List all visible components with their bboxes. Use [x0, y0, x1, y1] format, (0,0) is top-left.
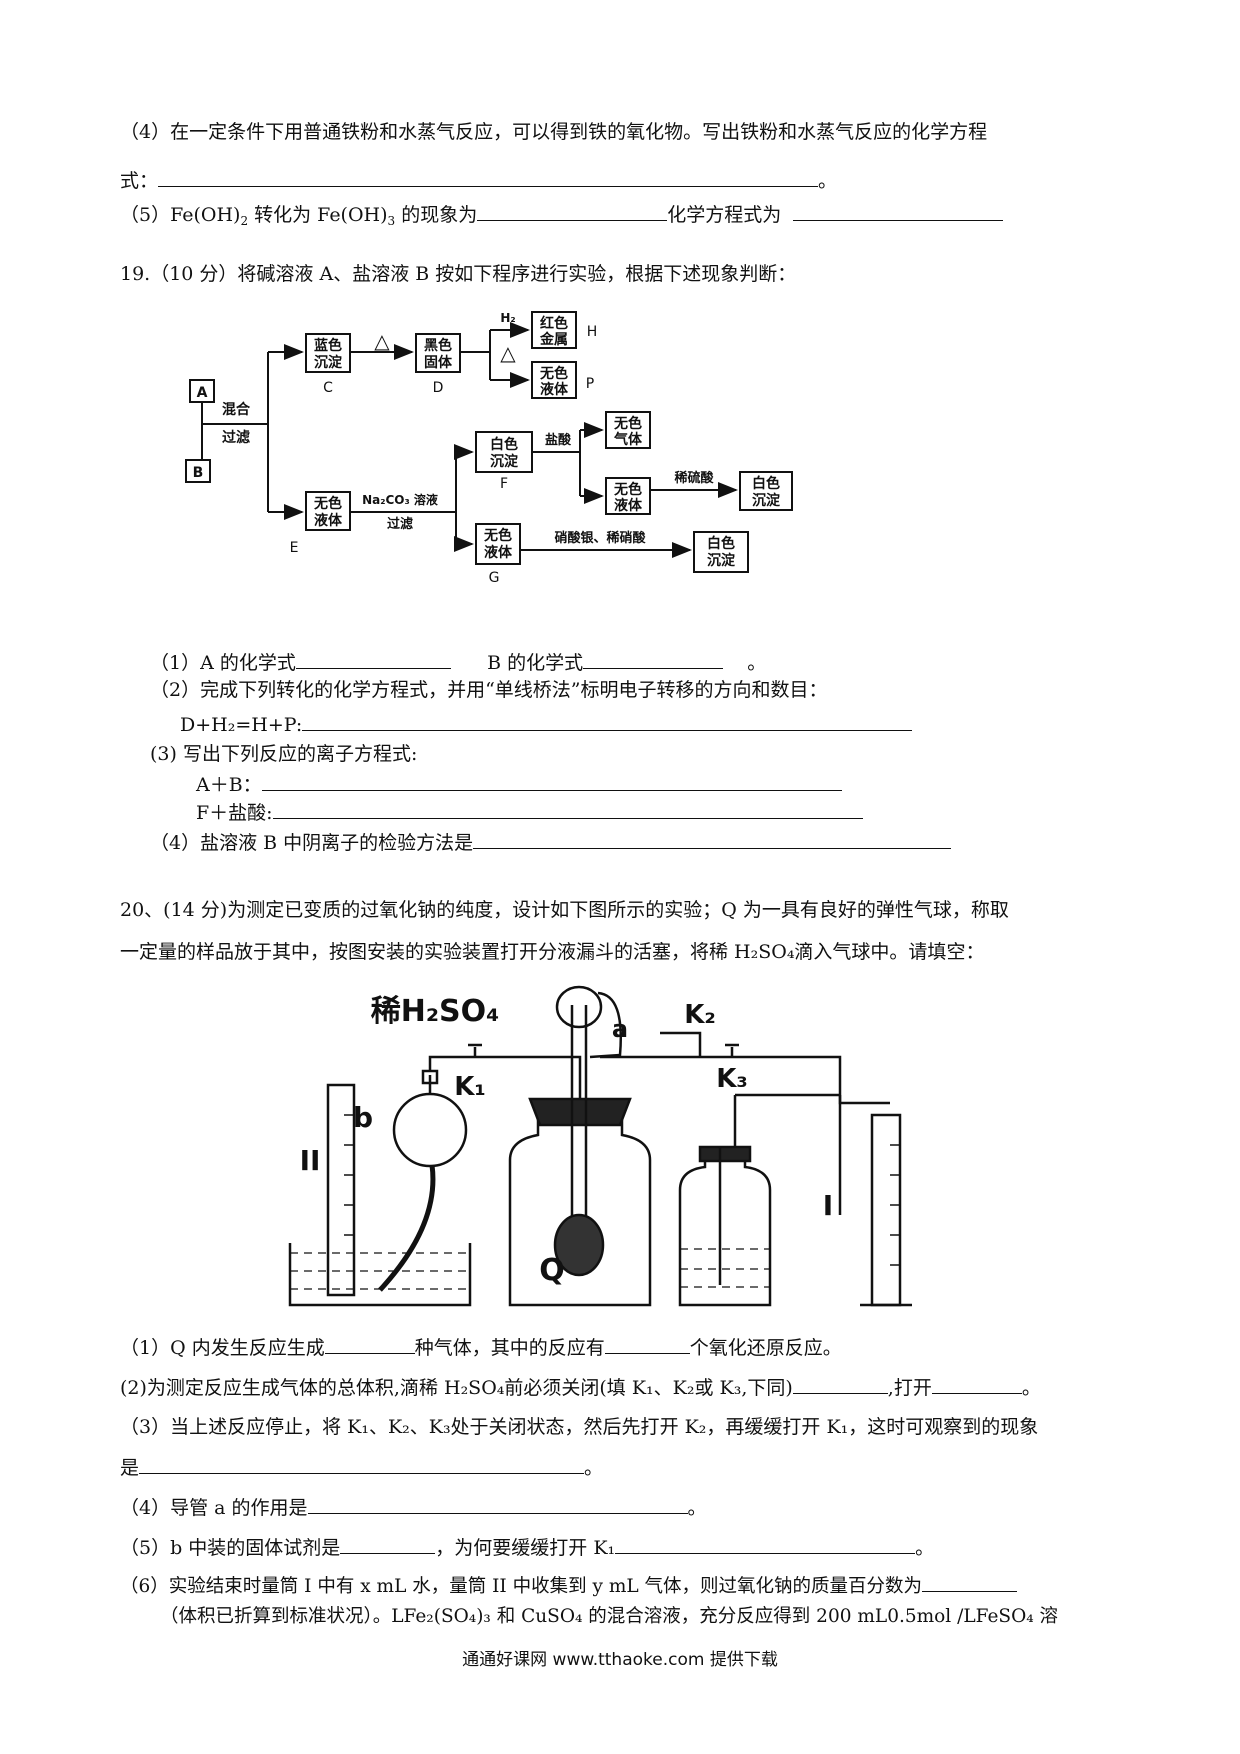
label-k2: K₂ [684, 1000, 716, 1030]
svg-text:P: P [586, 376, 594, 392]
svg-text:D: D [433, 380, 444, 396]
page-footer: 通通好课网 www.tthaoke.com 提供下载 [462, 1650, 778, 1670]
answer-blank[interactable] [302, 712, 913, 731]
q19-part3: (3) 写出下列反应的离子方程式: [150, 743, 418, 765]
svg-text:Na₂CO₃ 溶液: Na₂CO₃ 溶液 [362, 492, 438, 507]
svg-text:混合: 混合 [222, 401, 251, 418]
q20-stem-2: 一定量的样品放于其中，按图安装的实验装置打开分液漏斗的活塞，将稀 H₂SO₄滴入… [120, 941, 985, 963]
svg-text:无色: 无色 [483, 527, 512, 544]
answer-blank[interactable] [931, 1375, 1022, 1394]
svg-text:液体: 液体 [484, 544, 513, 561]
label-a: a [612, 1015, 628, 1043]
label-a: A [197, 385, 208, 401]
q19-part2: （2）完成下列转化的化学方程式，并用“单线桥法”标明电子转移的方向和数目： [150, 679, 828, 701]
svg-text:硝酸银、稀硝酸: 硝酸银、稀硝酸 [554, 530, 646, 546]
label-k3: K₃ [716, 1064, 748, 1094]
svg-text:无色: 无色 [539, 365, 568, 382]
svg-text:液体: 液体 [314, 512, 343, 529]
svg-text:H: H [587, 324, 598, 340]
q18-part5: （5）Fe(OH)2 转化为 Fe(OH)3 的现象为化学方程式为 [120, 202, 1004, 227]
q19-part2-equation: D+H₂=H+P: [180, 712, 913, 737]
svg-text:气体: 气体 [613, 431, 643, 448]
svg-text:沉淀: 沉淀 [752, 492, 781, 509]
q20-apparatus-diagram: 稀H₂SO₄ a K₁ K₂ K₃ b Q II I [288, 985, 912, 1307]
q19-part4: （4）盐溶液 B 中阴离子的检验方法是 [150, 830, 952, 855]
answer-blank[interactable] [158, 168, 819, 187]
answer-blank[interactable] [922, 1573, 1018, 1592]
answer-blank[interactable] [604, 1335, 690, 1354]
svg-text:无色: 无色 [613, 481, 642, 498]
answer-blank[interactable] [792, 1375, 888, 1394]
q20-part6: （6）实验结束时量筒 I 中有 x mL 水，量筒 II 中收集到 y mL 气… [120, 1573, 1018, 1599]
svg-text:黑色: 黑色 [424, 337, 452, 354]
q20-part4: （4）导管 a 的作用是。 [120, 1495, 707, 1519]
answer-blank[interactable] [473, 830, 952, 849]
svg-text:白色: 白色 [490, 436, 518, 453]
q19-flow-diagram: A B 混合 过滤 蓝色 沉淀 C △ 黑色 固体 D H₂ △ 红色 金属 H… [185, 311, 793, 586]
q18-part4-text: （4）在一定条件下用普通铁粉和水蒸气反应，可以得到铁的氧化物。写出铁粉和水蒸气反… [120, 121, 988, 143]
svg-text:蓝色: 蓝色 [314, 337, 342, 354]
answer-blank[interactable] [295, 650, 451, 669]
q20-part2: (2)为测定反应生成气体的总体积,滴稀 H₂SO₄前必须关闭(填 K₁、K₂或 … [120, 1375, 1041, 1399]
svg-text:沉淀: 沉淀 [490, 453, 519, 470]
answer-blank[interactable] [272, 800, 863, 819]
q19-stem: 19.（10 分）将碱溶液 A、盐溶液 B 按如下程序进行实验，根据下述现象判断… [120, 263, 797, 285]
label-cylinder-1: I [823, 1189, 833, 1222]
q20-part5: （5）b 中装的固体试剂是，为何要缓缓打开 K₁。 [120, 1535, 935, 1559]
svg-text:红色: 红色 [540, 315, 568, 332]
svg-text:H₂: H₂ [500, 311, 515, 325]
answer-blank[interactable] [261, 772, 842, 791]
answer-blank[interactable] [583, 650, 724, 669]
q20-stem-1: 20、(14 分)为测定已变质的过氧化钠的纯度，设计如下图所示的实验；Q 为一具… [120, 899, 1009, 921]
svg-text:F: F [500, 476, 508, 492]
svg-text:过滤: 过滤 [222, 429, 250, 446]
svg-text:沉淀: 沉淀 [314, 354, 343, 371]
q20-part3: （3）当上述反应停止，将 K₁、K₂、K₃处于关闭状态，然后先打开 K₂，再缓缓… [120, 1416, 1039, 1438]
answer-blank[interactable] [324, 1335, 415, 1354]
svg-text:△: △ [374, 329, 390, 353]
svg-text:稀硫酸: 稀硫酸 [674, 470, 714, 486]
svg-text:沉淀: 沉淀 [707, 552, 736, 569]
answer-blank[interactable] [307, 1495, 688, 1514]
label-cylinder-2: II [300, 1144, 321, 1177]
answer-blank[interactable] [477, 202, 668, 221]
svg-text:G: G [489, 570, 500, 586]
q19-part1: （1）A 的化学式 B 的化学式 。 [150, 650, 767, 674]
label-q: Q [539, 1253, 565, 1288]
svg-text:白色: 白色 [752, 475, 780, 492]
svg-text:C: C [323, 380, 333, 396]
q19-part3-a: A＋B： [196, 772, 842, 797]
q20-part6-cont: （体积已折算到标准状况）。LFe₂(SO₄)₃ 和 CuSO₄ 的混合溶液，充分… [160, 1606, 1059, 1627]
q20-part3-answer: 是。 [120, 1455, 604, 1479]
answer-blank[interactable] [139, 1455, 585, 1474]
svg-text:无色: 无色 [613, 415, 642, 432]
q19-part3-b: F＋盐酸: [196, 800, 863, 825]
svg-text:无色: 无色 [313, 495, 342, 512]
box-b [185, 459, 211, 483]
answer-blank[interactable] [340, 1535, 436, 1554]
svg-text:过滤: 过滤 [387, 516, 413, 532]
svg-text:盐酸: 盐酸 [545, 432, 572, 448]
svg-text:白色: 白色 [707, 535, 735, 552]
acid-label: 稀H₂SO₄ [371, 994, 500, 1029]
svg-text:固体: 固体 [424, 354, 453, 371]
answer-blank[interactable] [793, 202, 1004, 221]
answer-blank[interactable] [615, 1535, 916, 1554]
svg-text:△: △ [500, 341, 516, 365]
svg-text:金属: 金属 [539, 331, 568, 348]
svg-text:液体: 液体 [540, 381, 569, 398]
svg-text:液体: 液体 [614, 497, 643, 514]
label-b: b [353, 1101, 373, 1134]
q20-part1: （1）Q 内发生反应生成种气体，其中的反应有个氧化还原反应。 [120, 1335, 842, 1359]
label-k1: K₁ [454, 1072, 486, 1102]
label-b: B [193, 465, 204, 481]
q18-part4-answer-line: 式：。 [120, 168, 838, 192]
svg-text:E: E [290, 540, 299, 556]
